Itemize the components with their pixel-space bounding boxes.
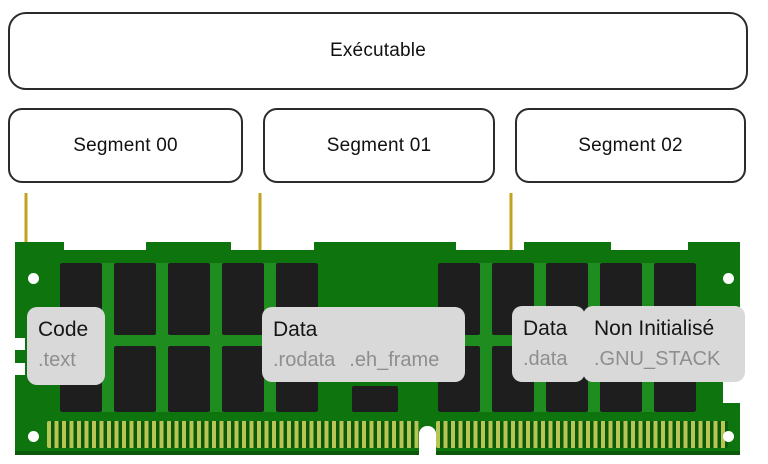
memory-section-name: .eh_frame — [349, 349, 440, 371]
memory-section-name: .data — [523, 348, 568, 370]
ram-edge-notch — [15, 338, 25, 350]
ram-memory-chip — [114, 346, 156, 412]
memory-label-title: Non Initialisé — [594, 317, 715, 340]
segment-02-box: Segment 02 — [515, 108, 746, 183]
ram-memory-chip — [222, 346, 264, 412]
ram-pin-row-right — [436, 421, 728, 448]
ram-memory-chip — [114, 263, 156, 335]
segment-01-box: Segment 01 — [263, 108, 495, 183]
memory-label-data: Data .data — [512, 306, 585, 382]
memory-label-non-initialise: Non Initialisé .GNU_STACK — [583, 306, 745, 382]
ram-mount-hole — [28, 273, 39, 284]
ram-mount-hole — [28, 431, 39, 442]
memory-section-name: .text — [38, 349, 76, 371]
ram-memory-chip — [168, 263, 210, 335]
ram-top-tab — [688, 242, 740, 252]
ram-mount-hole — [723, 431, 734, 442]
ram-top-tab — [314, 242, 456, 252]
ram-edge-notch — [723, 377, 740, 403]
ram-mount-hole — [723, 273, 734, 284]
segment-02-label: Segment 02 — [578, 134, 683, 156]
segment-01-label: Segment 01 — [326, 134, 432, 156]
ram-edge-notch — [15, 363, 25, 375]
segment-00-box: Segment 00 — [8, 108, 243, 183]
executable-label: Exécutable — [329, 40, 426, 61]
ram-memory-chip — [222, 263, 264, 335]
memory-section-name: .GNU_STACK — [594, 348, 721, 370]
ram-key-notch — [419, 426, 436, 455]
memory-label-title: Data — [273, 318, 318, 341]
segment-00-label: Segment 00 — [73, 134, 178, 156]
ram-top-tab — [524, 242, 611, 252]
memory-label-title: Code — [38, 318, 89, 341]
ram-top-tab — [146, 242, 231, 252]
ram-memory-chip — [168, 346, 210, 412]
ram-spd-chip — [352, 386, 398, 412]
memory-label-title: Data — [523, 317, 568, 340]
executable-box: Exécutable — [8, 12, 748, 90]
memory-label-data-rodata: Data .rodata .eh_frame — [262, 307, 465, 382]
memory-label-code: Code .text — [27, 307, 105, 385]
ram-pin-row-left — [47, 421, 419, 448]
ram-top-tab — [15, 242, 64, 252]
memory-section-name: .rodata — [273, 349, 336, 371]
